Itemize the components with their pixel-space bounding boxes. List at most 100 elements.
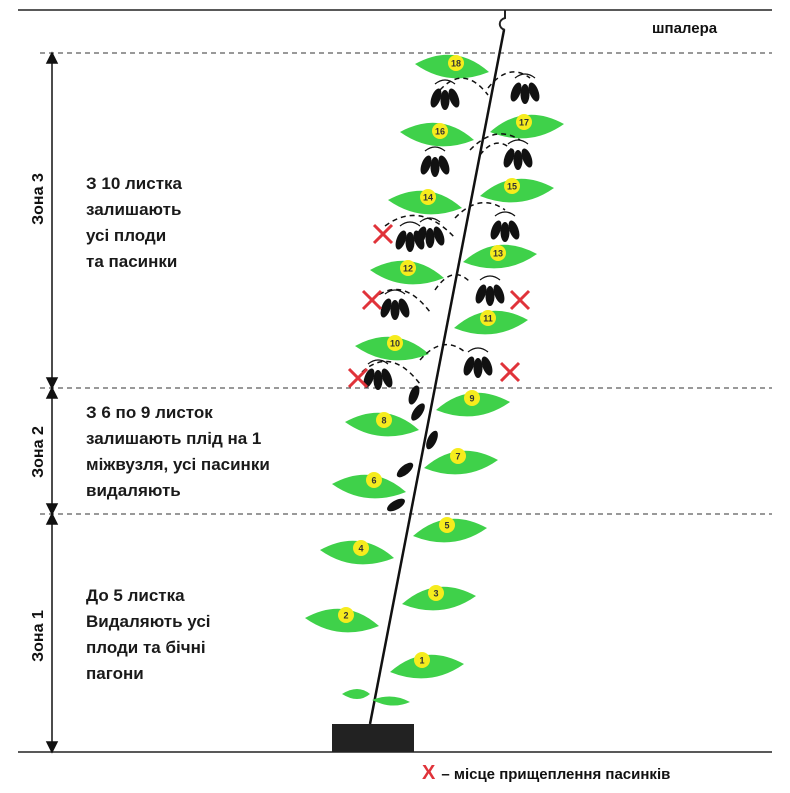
cucumber-fruit [413,230,425,250]
fruit-cluster [510,73,540,104]
cucumber-fruit [438,155,450,175]
leaf-number-badge [432,123,448,139]
cucumber-fruit [433,226,445,246]
leaf-number-badge [376,412,392,428]
leaf-number: 16 [435,127,445,137]
cucumber-fruit [463,356,475,376]
fruit-cluster [380,289,410,320]
plant-stem [368,29,506,725]
cotyledon-leaf [372,696,410,706]
leaf-13: 13 [463,244,537,269]
cucumber-fruit [490,220,502,240]
zone-arrows [45,51,59,754]
leaf-15: 15 [480,178,554,203]
cucumber-fruit [395,230,407,250]
leaf-number-badge [480,310,496,326]
leaf-18: 18 [415,54,489,79]
leaf-number-badge [490,245,506,261]
cucumber-fruit [520,84,530,104]
cucumber-fruit [387,498,405,512]
leaf-4: 4 [320,540,394,565]
trellis-label: шпалера [652,20,718,37]
zone-2-label: Зона 2 [30,426,47,478]
leaf-number-badge [516,114,532,130]
zone-3-label: Зона 3 [30,173,47,225]
pinch-mark-icon [361,289,383,311]
leaf-number: 9 [469,394,474,404]
cucumber-fruit [485,286,495,306]
leaf-16: 16 [400,122,474,147]
leaf-number: 3 [433,589,438,599]
zone-1-label: Зона 1 [30,610,47,662]
side-shoot-arc [371,288,431,313]
leaf-11: 11 [454,310,528,335]
single-fruit [411,403,425,421]
cucumber-fruit [440,90,450,110]
fruit-cluster [475,275,505,306]
leaf-number: 10 [390,339,400,349]
cucumber-fruit [475,284,487,304]
leaf-number: 4 [358,544,363,554]
fruit-cluster [503,139,533,170]
leaf-number: 7 [455,452,460,462]
leaf-number-badge [428,585,444,601]
side-shoot-arc [361,360,421,385]
leaf-17: 17 [490,114,564,139]
single-fruit [408,385,420,405]
cucumber-fruit [390,300,400,320]
leaf-6: 6 [332,472,406,499]
cucumber-fruit [481,356,493,376]
leaf-number: 17 [519,118,529,128]
single-fruit [387,498,405,512]
zone-1-description: До 5 листка Видаляють усі плоди та бічні… [86,586,211,683]
pinch-mark-icon [372,223,394,245]
cucumber-fruit [426,430,438,450]
leaf-number-badge [439,517,455,533]
cucumber-fruit [381,368,393,388]
leaf-8: 8 [345,412,419,437]
leaf-number: 15 [507,182,517,192]
cotyledon-leaf [342,689,370,699]
cucumber-fruit [513,150,523,170]
fruit-cluster [430,79,460,110]
leaf-number-badge [353,540,369,556]
cucumber-fruit [508,220,520,240]
fruit-cluster [463,347,493,378]
leaf-10: 10 [355,335,429,361]
legend: X – місце прищеплення пасинків [422,762,670,785]
pinch-mark-icon [509,289,531,311]
fruit-cluster [490,211,520,242]
cucumber-fruit [398,298,410,318]
leaf-1: 1 [390,652,464,679]
cucumber-fruit [420,155,432,175]
leaf-9: 9 [436,390,510,417]
zone-2-description: З 6 по 9 листок залишають плід на 1 міжв… [86,403,270,500]
legend-text: – місце прищеплення пасинків [441,766,671,783]
fruit-cluster [363,359,393,390]
leaf-number: 5 [444,521,449,531]
side-shoot-arc [419,343,466,361]
leaf-12: 12 [370,260,444,285]
leaf-number: 11 [483,314,493,324]
leaf-2: 2 [305,607,379,633]
cucumber-fruit [411,403,425,421]
side-shoot-arc [454,201,506,219]
fruit-cluster [420,146,450,177]
cucumber-fruit [363,368,375,388]
leaf-number: 6 [371,476,376,486]
leaf-5: 5 [413,517,487,543]
side-shoot-arc [479,142,521,161]
leaf-number-badge [450,448,466,464]
pinch-mark-icon: X [422,762,436,784]
leaf-number: 13 [493,249,503,259]
leaf-number-badge [464,390,480,406]
cucumber-fruit [528,82,540,102]
leaf-number-badge [366,472,382,488]
cucumber-fruit [430,88,442,108]
plant-pot [332,724,414,752]
leaf-number: 8 [381,416,386,426]
side-shoot-arc [439,77,489,96]
